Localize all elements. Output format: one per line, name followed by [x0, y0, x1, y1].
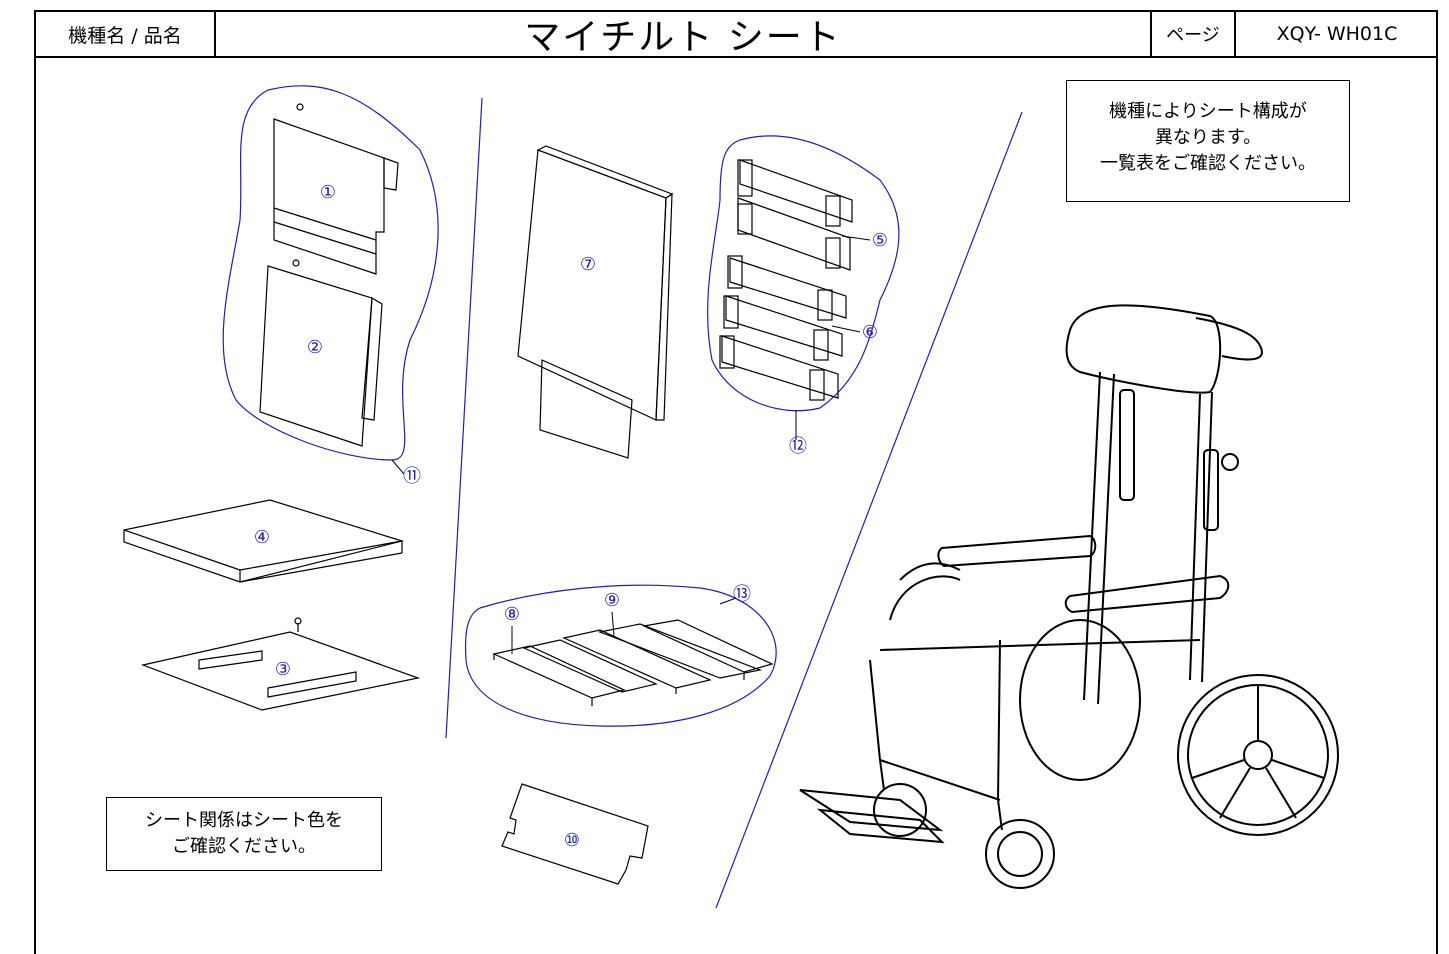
- part-seat-straps: [492, 619, 774, 706]
- wheelchair-illustration: [799, 304, 1339, 889]
- title-block: 機種名 / 品名 マイチルト シート ページ XQY- WH01C: [36, 12, 1436, 58]
- group-outline-13: [464, 584, 777, 727]
- part-straps-5: [737, 159, 853, 271]
- group-outline-12: [707, 135, 900, 412]
- part-back-cushion: [517, 145, 674, 459]
- note-line: ご確認ください。: [172, 836, 316, 857]
- note-line: 異なります。: [1154, 127, 1262, 148]
- callout-6: ⑥: [862, 322, 878, 343]
- callout-2: ②: [307, 337, 323, 358]
- note-line: 機種によりシート構成が: [1109, 101, 1307, 122]
- callout-7: ⑦: [580, 254, 596, 275]
- part-back-upper: [273, 103, 399, 275]
- part-seat-cushion: [123, 499, 405, 583]
- part-seat-plate: [140, 617, 421, 711]
- callout-labels: ① ② ③ ④ ⑤ ⑥ ⑦ ⑧ ⑨ ⑩ ⑪ ⑫ ⑬: [254, 182, 888, 851]
- drawing-sheet: 機種名 / 品名 マイチルト シート ページ XQY- WH01C: [34, 10, 1438, 954]
- callout-11: ⑪: [403, 466, 421, 487]
- callout-13: ⑬: [733, 584, 751, 605]
- callout-3: ③: [275, 659, 291, 680]
- divider-line-1: [445, 97, 483, 739]
- callout-8: ⑧: [504, 604, 520, 625]
- callout-5: ⑤: [872, 230, 888, 251]
- callout-10: ⑩: [564, 830, 580, 851]
- page-title: マイチルト シート: [216, 12, 1152, 58]
- callout-9: ⑨: [604, 590, 620, 611]
- callout-4: ④: [254, 527, 270, 548]
- callout-12: ⑫: [789, 436, 807, 457]
- page-code: XQY- WH01C: [1276, 23, 1398, 45]
- seat-color-note: シート関係はシート色を ご確認ください。: [106, 797, 382, 871]
- model-label: 機種名 / 品名: [36, 12, 216, 56]
- note-line: シート関係はシート色を: [145, 810, 343, 831]
- part-back-lower: [259, 259, 383, 447]
- callout-1: ①: [320, 182, 336, 203]
- divider-line-2: [715, 111, 1023, 909]
- part-bottom-sheet: [501, 783, 649, 885]
- group-outline-11: [222, 85, 439, 461]
- seat-config-note: 機種によりシート構成が 異なります。 一覧表をご確認ください。: [1066, 80, 1350, 202]
- note-line: 一覧表をご確認ください。: [1100, 153, 1316, 174]
- page-label: ページ: [1152, 12, 1236, 56]
- part-straps-6: [719, 255, 847, 401]
